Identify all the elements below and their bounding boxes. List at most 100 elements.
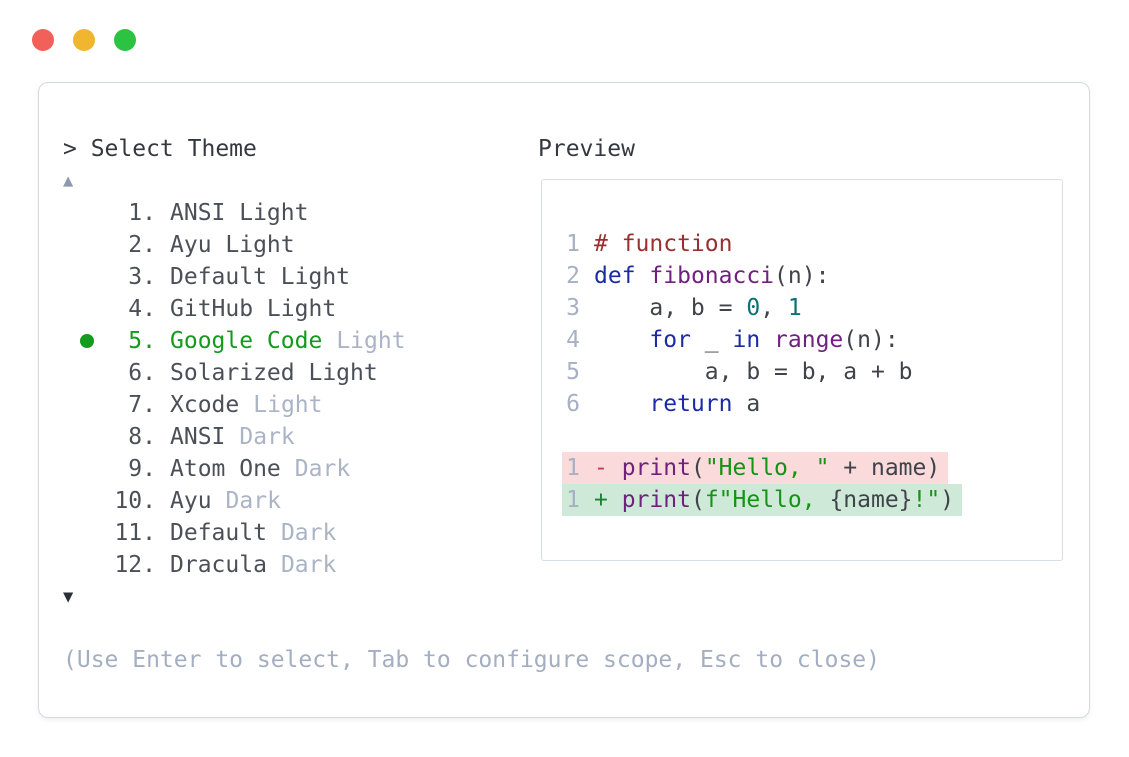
token-function: print bbox=[621, 487, 691, 513]
theme-item-name: Ayu bbox=[170, 488, 212, 514]
selected-indicator-icon bbox=[80, 462, 94, 476]
selected-indicator-icon bbox=[80, 430, 94, 444]
token-plain bbox=[636, 263, 650, 289]
token-string: f"Hello, bbox=[704, 487, 830, 513]
code-line-content: 3 a, b = 0, 1 bbox=[562, 292, 810, 324]
code-line: 4 for _ in range(n): bbox=[562, 324, 1062, 356]
theme-item-name: Default Light bbox=[170, 264, 351, 290]
token-plain bbox=[594, 327, 649, 353]
window-controls bbox=[32, 29, 136, 51]
theme-item-number: 7. bbox=[128, 392, 156, 418]
code-line: 6 return a bbox=[562, 388, 1062, 420]
theme-list-item-9[interactable]: 9. Atom One Dark bbox=[63, 453, 539, 485]
code-line: 3 a, b = 0, 1 bbox=[562, 292, 1062, 324]
theme-item-number: 6. bbox=[128, 360, 156, 386]
code-line-content: 5 a, b = b, a + b bbox=[562, 356, 921, 388]
line-number: 1 bbox=[566, 487, 580, 513]
close-button[interactable] bbox=[32, 29, 54, 51]
theme-item-number: 12. bbox=[114, 552, 156, 578]
scroll-up-icon[interactable]: ▲ bbox=[63, 171, 74, 191]
line-number: 1 bbox=[566, 455, 580, 481]
token-number: 1 bbox=[787, 295, 802, 321]
selected-indicator-icon bbox=[80, 526, 94, 540]
theme-list-item-1[interactable]: 1. ANSI Light bbox=[63, 197, 539, 229]
token-string: !" bbox=[912, 487, 941, 513]
theme-item-name: Dracula bbox=[170, 552, 267, 578]
minimize-button[interactable] bbox=[73, 29, 95, 51]
token-plain: _ bbox=[690, 327, 733, 353]
theme-item-name: Solarized Light bbox=[170, 360, 378, 386]
theme-item-number: 4. bbox=[128, 296, 156, 322]
line-number: 4 bbox=[566, 327, 580, 353]
selected-indicator-icon bbox=[80, 302, 94, 316]
theme-item-name: GitHub Light bbox=[170, 296, 337, 322]
token-plain: a, b = bbox=[594, 295, 747, 321]
token-plain: ( bbox=[690, 487, 705, 513]
theme-item-number: 9. bbox=[128, 456, 156, 482]
theme-item-variant: Dark bbox=[280, 552, 337, 578]
selected-indicator-icon bbox=[80, 206, 94, 220]
theme-list-item-2[interactable]: 2.Ayu Light bbox=[63, 229, 539, 261]
diff-removed-line: 1- print("Hello, " + name) bbox=[562, 452, 1062, 484]
token-diff-removed-marker: - bbox=[594, 455, 622, 481]
theme-item-variant: Dark bbox=[239, 424, 295, 450]
theme-item-variant: Dark bbox=[280, 520, 337, 546]
theme-item-name: Atom One bbox=[170, 456, 281, 482]
token-function: range bbox=[774, 327, 844, 353]
token-plain: ) bbox=[940, 487, 955, 513]
help-text: (Use Enter to select, Tab to configure s… bbox=[63, 647, 880, 673]
token-comment: # function bbox=[594, 231, 733, 257]
selected-indicator-icon bbox=[80, 398, 94, 412]
code-line: 1 # function bbox=[562, 228, 1062, 260]
code-line-content: 1- print("Hello, " + name) bbox=[562, 452, 949, 484]
line-number: 5 bbox=[566, 359, 580, 385]
theme-item-number: 2. bbox=[128, 232, 156, 258]
token-plain: a bbox=[732, 391, 761, 417]
theme-item-variant: Dark bbox=[294, 456, 351, 482]
token-keyword: for bbox=[649, 327, 691, 353]
diff-added-line: 1 + print(f"Hello, {name}!") bbox=[562, 484, 1062, 516]
theme-item-number: 8. bbox=[128, 424, 156, 450]
selected-indicator-icon bbox=[80, 334, 94, 348]
theme-list-item-4[interactable]: 4. GitHub Light bbox=[63, 293, 539, 325]
selected-indicator-icon bbox=[80, 558, 94, 572]
line-number: 6 bbox=[566, 391, 580, 417]
select-theme-prompt: > Select Theme bbox=[63, 136, 257, 162]
code-line-content: 4 for _ in range(n): bbox=[562, 324, 907, 356]
theme-item-name: ANSI Light bbox=[170, 200, 309, 226]
token-plain: (n): bbox=[774, 263, 830, 289]
theme-item-number: 1. bbox=[128, 200, 156, 226]
maximize-button[interactable] bbox=[114, 29, 136, 51]
theme-item-variant: Light bbox=[253, 392, 323, 418]
theme-item-name: Default bbox=[170, 520, 267, 546]
token-plain: , bbox=[760, 295, 788, 321]
theme-item-number: 10. bbox=[114, 488, 156, 514]
theme-list-item-12[interactable]: 12. Dracula Dark bbox=[63, 549, 539, 581]
token-number: 0 bbox=[746, 295, 761, 321]
theme-list-item-6[interactable]: 6. Solarized Light bbox=[63, 357, 539, 389]
token-diff-added-marker: + bbox=[594, 487, 622, 513]
token-string: "Hello, " bbox=[704, 455, 830, 481]
code-line-content: 6 return a bbox=[562, 388, 768, 420]
token-plain: (n): bbox=[843, 327, 899, 353]
theme-list-item-3[interactable]: 3.Default Light bbox=[63, 261, 539, 293]
line-number: 1 bbox=[566, 231, 580, 257]
preview-label: Preview bbox=[538, 136, 635, 162]
token-plain: {name} bbox=[829, 487, 913, 513]
selected-indicator-icon bbox=[80, 494, 94, 508]
theme-list-item-8[interactable]: 8. ANSI Dark bbox=[63, 421, 539, 453]
theme-item-name: ANSI bbox=[170, 424, 226, 450]
scroll-down-icon[interactable]: ▼ bbox=[63, 587, 74, 607]
theme-item-number: 5. bbox=[128, 328, 156, 354]
code-line-content: 1 + print(f"Hello, {name}!") bbox=[562, 484, 963, 516]
selected-indicator-icon bbox=[80, 238, 94, 252]
